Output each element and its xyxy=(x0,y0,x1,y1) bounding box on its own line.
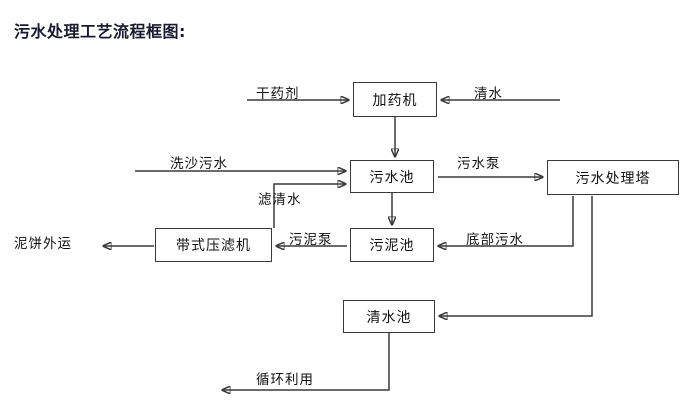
edge-label-sewage-pump: 污水泵 xyxy=(457,156,501,172)
edge-label-recycle-reuse: 循环利用 xyxy=(256,372,314,388)
edge-label-bottom-sewage: 底部污水 xyxy=(466,232,524,248)
page-title: 污水处理工艺流程框图: xyxy=(14,22,186,41)
edge-label-filtered-clear-water: 滤清水 xyxy=(258,192,302,208)
edge-label-clean-water: 清水 xyxy=(474,86,503,102)
node-label: 污泥池 xyxy=(369,238,415,254)
edge-label-sand-wash-sewage: 洗沙污水 xyxy=(170,156,228,172)
node-clear-water-pool[interactable]: 清水池 xyxy=(343,300,435,333)
node-label: 清水池 xyxy=(366,309,412,326)
node-treatment-tower[interactable]: 污水处理塔 xyxy=(547,160,679,195)
node-label: 加药机 xyxy=(372,92,418,109)
node-label: 带式压滤机 xyxy=(176,238,251,254)
edge-label-sludge-pump: 污泥泵 xyxy=(289,232,333,248)
node-label: 污水池 xyxy=(369,169,415,186)
node-wastewater-pool[interactable]: 污水池 xyxy=(350,160,434,193)
node-belt-filter-press[interactable]: 带式压滤机 xyxy=(155,228,272,262)
node-label: 污水处理塔 xyxy=(575,170,651,187)
edge-label-dry-chemical: 干药剂 xyxy=(256,86,300,102)
terminal-label-mud-cake-outbound: 泥饼外运 xyxy=(14,236,72,252)
node-sludge-pool[interactable]: 污泥池 xyxy=(350,228,434,262)
node-dosing-machine[interactable]: 加药机 xyxy=(353,82,437,117)
edge-tower-to-clear-water-pool xyxy=(439,196,593,316)
